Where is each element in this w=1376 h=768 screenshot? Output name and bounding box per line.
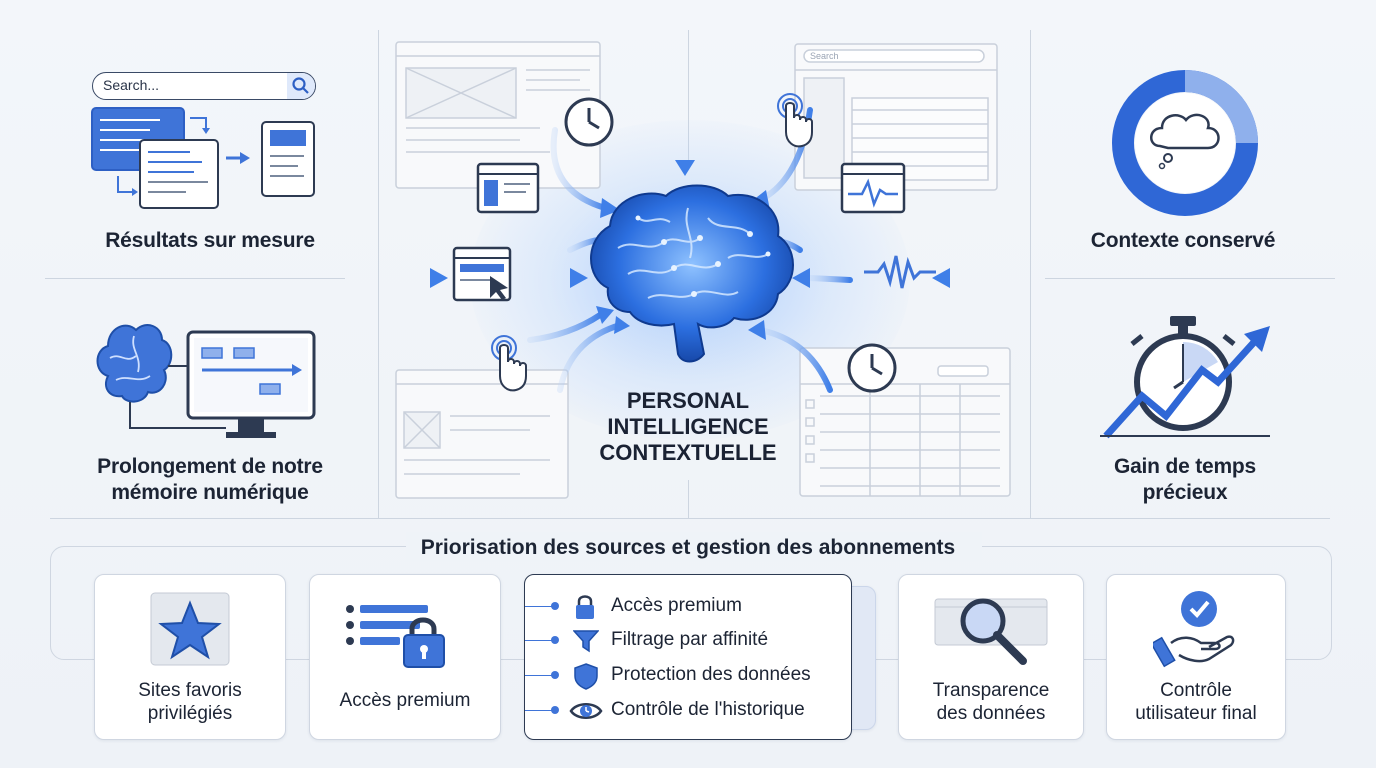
lock-icon bbox=[576, 595, 594, 619]
bottom-title-bg bbox=[406, 532, 982, 562]
card-favorite-label: Sites favoris privilégiés bbox=[95, 679, 285, 725]
divider-v4 bbox=[1030, 30, 1031, 518]
donut-thought-icon bbox=[1112, 70, 1258, 216]
divider-top-left bbox=[45, 278, 345, 279]
list-item-premium[interactable]: Accès premium bbox=[525, 591, 851, 621]
tap-hand-icon bbox=[777, 93, 813, 148]
list-connector bbox=[525, 640, 555, 641]
list-bullet bbox=[551, 636, 559, 644]
search-button[interactable] bbox=[287, 73, 315, 99]
list-connector bbox=[525, 710, 555, 711]
divider-bottom bbox=[50, 518, 1330, 519]
card-favorite-line2: privilégiés bbox=[147, 703, 233, 724]
feature-time-line1: Gain de temps bbox=[1113, 455, 1257, 478]
card-premium-label: Accès premium bbox=[339, 690, 471, 711]
feature-memory-line1: Prolongement de notre bbox=[97, 455, 323, 478]
search-icon bbox=[292, 77, 309, 94]
browser-window-icon bbox=[476, 162, 540, 214]
card-favorite-line1: Sites favoris bbox=[138, 680, 242, 701]
card-control-label: Contrôle utilisateur final bbox=[1107, 679, 1285, 725]
card-transparency-line1: Transparence bbox=[932, 680, 1050, 701]
waveform-icon bbox=[864, 255, 936, 289]
card-control-line1: Contrôle bbox=[1160, 680, 1232, 701]
search-input[interactable]: Search... bbox=[92, 72, 316, 100]
filter-icon bbox=[573, 630, 599, 653]
results-documents-icon bbox=[91, 107, 315, 209]
center-title-line1: PERSONAL bbox=[626, 388, 750, 413]
divider-v1 bbox=[378, 30, 379, 518]
star-icon bbox=[150, 592, 230, 666]
center-title: PERSONAL INTELLIGENCE CONTEXTUELLE bbox=[560, 388, 816, 466]
card-control-line2: utilisateur final bbox=[1135, 703, 1257, 724]
card-data-transparency[interactable]: Transparence des données bbox=[898, 574, 1084, 740]
list-item-label: Contrôle de l'historique bbox=[611, 699, 805, 720]
center-title-line3: CONTEXTUELLE bbox=[599, 440, 777, 465]
card-transparency-label: Transparence des données bbox=[899, 679, 1083, 725]
feature-context-kept: Contexte conservé bbox=[1090, 229, 1276, 252]
list-connector bbox=[525, 675, 555, 676]
search-placeholder: Search... bbox=[103, 77, 160, 93]
clock-icon-2 bbox=[847, 343, 897, 393]
list-item-label: Filtrage par affinité bbox=[611, 629, 769, 650]
list-item-history-control[interactable]: Contrôle de l'historique bbox=[525, 695, 851, 725]
list-item-data-protection[interactable]: Protection des données bbox=[525, 660, 851, 690]
stopwatch-growth-icon bbox=[1100, 316, 1270, 439]
list-item-label: Protection des données bbox=[611, 664, 811, 685]
clock-icon bbox=[564, 97, 614, 147]
brain-illustration bbox=[590, 184, 794, 363]
shield-icon bbox=[574, 663, 598, 690]
card-favorite-sites[interactable]: Sites favoris privilégiés bbox=[94, 574, 286, 740]
divider-v3 bbox=[688, 480, 689, 518]
feature-time-gain: Gain de temps précieux bbox=[1060, 454, 1310, 506]
bottom-section-title: Priorisation des sources et gestion des … bbox=[420, 536, 956, 559]
card-transparency-line2: des données bbox=[936, 703, 1046, 724]
divider-top-right bbox=[1045, 278, 1335, 279]
feature-memory-extension: Prolongement de notre mémoire numérique bbox=[50, 454, 370, 506]
divider-v2 bbox=[688, 30, 689, 160]
list-bullet bbox=[551, 706, 559, 714]
magnifier-icon bbox=[934, 598, 1048, 665]
card-premium-access[interactable]: Accès premium bbox=[309, 574, 501, 740]
hand-check-icon bbox=[1153, 591, 1235, 668]
brain-computer-icon bbox=[96, 324, 316, 438]
list-connector bbox=[525, 606, 555, 607]
browser-cursor-icon bbox=[452, 246, 512, 302]
list-bullet bbox=[551, 671, 559, 679]
wireframe-panels bbox=[395, 41, 1011, 499]
list-bullet bbox=[551, 602, 559, 610]
feature-time-line2: précieux bbox=[1142, 481, 1228, 504]
list-item-affinity-filter[interactable]: Filtrage par affinité bbox=[525, 625, 851, 655]
pulse-window-icon bbox=[840, 162, 906, 214]
card-feature-list[interactable]: Accès premium Filtrage par affinité Prot… bbox=[524, 574, 852, 740]
feature-tailored-results: Résultats sur mesure bbox=[105, 229, 315, 252]
tap-hand-icon-2 bbox=[491, 335, 527, 392]
center-title-line2: INTELLIGENCE bbox=[607, 414, 769, 439]
mini-search-placeholder: Search bbox=[810, 51, 839, 61]
eye-icon bbox=[569, 703, 603, 719]
list-item-label: Accès premium bbox=[611, 595, 742, 616]
feature-memory-line2: mémoire numérique bbox=[111, 481, 309, 504]
list-lock-icon bbox=[346, 605, 445, 668]
card-user-control[interactable]: Contrôle utilisateur final bbox=[1106, 574, 1286, 740]
